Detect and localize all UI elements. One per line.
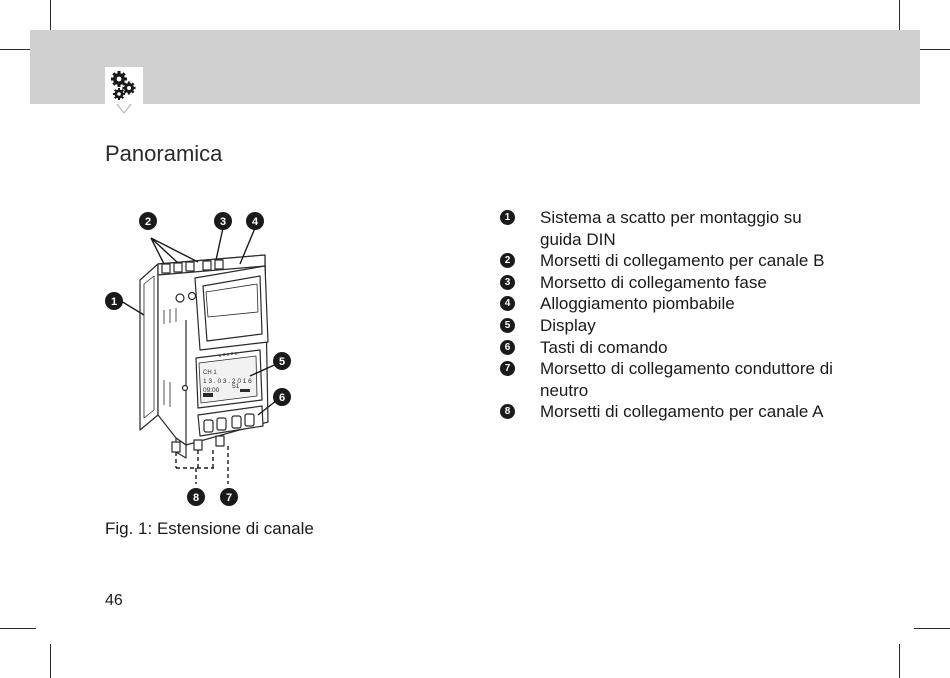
legend-item: 6 Tasti di comando [498, 337, 848, 359]
legend-text: Display [540, 315, 596, 335]
legend-number: 4 [500, 296, 515, 312]
legend-item: 5 Display [498, 315, 848, 337]
callout-7: 7 [226, 492, 232, 504]
legend-number: 8 [500, 404, 515, 420]
legend-text: Morsetti di collegamento per canale B [540, 251, 825, 271]
legend-text: Morsetto di collegamento fase [540, 272, 767, 292]
crop-mark [0, 49, 36, 50]
page-number: 46 [105, 592, 123, 609]
crop-mark [50, 0, 51, 34]
header-band [30, 30, 920, 104]
legend-number: 6 [500, 339, 515, 355]
crop-mark [914, 49, 950, 50]
legend-item: 7 Morsetto di collegamento conduttore di … [498, 358, 848, 401]
callout-4: 4 [252, 216, 259, 228]
crop-mark [914, 628, 950, 629]
figure-caption: Fig. 1: Estensione di canale [105, 519, 314, 538]
tab-pointer [117, 103, 131, 112]
legend-number: 7 [500, 361, 515, 377]
legend-text: Sistema a scatto per montaggio su guida … [540, 208, 802, 249]
section-tab [105, 67, 143, 104]
legend-item: 3 Morsetto di collegamento fase [498, 272, 848, 294]
device-illustration: CH 1 1 3 . 0 3 . 2 0 1 6 09:00 51 2 [105, 212, 291, 506]
legend-item: 2 Morsetti di collegamento per canale B [498, 250, 848, 272]
legend-text: Alloggiamento piombabile [540, 294, 735, 314]
legend-text: Morsetto di collegamento conduttore di n… [540, 359, 833, 400]
legend-number: 5 [500, 317, 515, 333]
callout-6: 6 [279, 392, 285, 404]
legend-item: 1 Sistema a scatto per montaggio su guida… [498, 207, 848, 250]
callout-badges: 2 3 4 1 5 6 8 7 [105, 212, 291, 506]
legend-number: 2 [500, 253, 515, 269]
display-channel: CH 1 [203, 370, 217, 376]
legend-list: 1 Sistema a scatto per montaggio su guida… [498, 207, 848, 423]
callout-1: 1 [111, 296, 117, 308]
callout-8: 8 [193, 492, 199, 504]
callout-5: 5 [279, 356, 285, 368]
crop-mark [50, 644, 51, 678]
legend-number: 3 [500, 274, 515, 290]
crop-mark [899, 0, 900, 34]
legend-item: 8 Morsetti di collegamento per canale A [498, 401, 848, 423]
display-value: 51 [232, 383, 240, 390]
display-date: 1 3 . 0 3 . 2 0 1 6 [203, 378, 252, 385]
page-title: Panoramica [105, 141, 223, 166]
legend-text: Morsetti di collegamento per canale A [540, 402, 824, 422]
legend-number: 1 [500, 210, 515, 225]
device-figure: CH 1 1 3 . 0 3 . 2 0 1 6 09:00 51 2 [100, 200, 310, 510]
legend-text: Tasti di comando [540, 337, 668, 357]
crop-mark [899, 644, 900, 678]
crop-mark [0, 628, 36, 629]
gears-icon [111, 71, 136, 100]
callout-3: 3 [220, 216, 226, 228]
display-time: 09:00 [203, 387, 220, 394]
callout-2: 2 [145, 216, 151, 228]
legend-item: 4 Alloggiamento piombabile [498, 293, 848, 315]
